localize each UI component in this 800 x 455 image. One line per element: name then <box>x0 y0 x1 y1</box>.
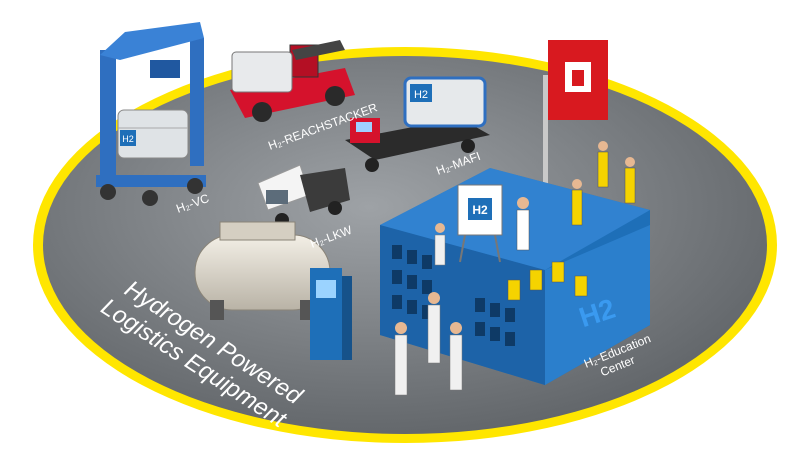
reachstacker <box>230 40 355 122</box>
hydrogen-tank <box>194 221 331 320</box>
straddle-carrier-vc: H2 <box>96 22 206 206</box>
fuel-dispenser-icon <box>310 268 352 360</box>
people-group <box>394 141 636 396</box>
mafi-container-badge: H2 <box>414 89 428 101</box>
lkw-truck <box>257 164 350 227</box>
whiteboard-h2-badge: H2 <box>472 203 488 217</box>
hamburg-flag-icon <box>543 40 608 195</box>
vc-container-badge: H2 <box>122 134 134 144</box>
whiteboard: H2 <box>457 184 503 263</box>
mafi-tractor: H2 <box>345 76 490 172</box>
education-center-building: H2 <box>380 168 650 385</box>
